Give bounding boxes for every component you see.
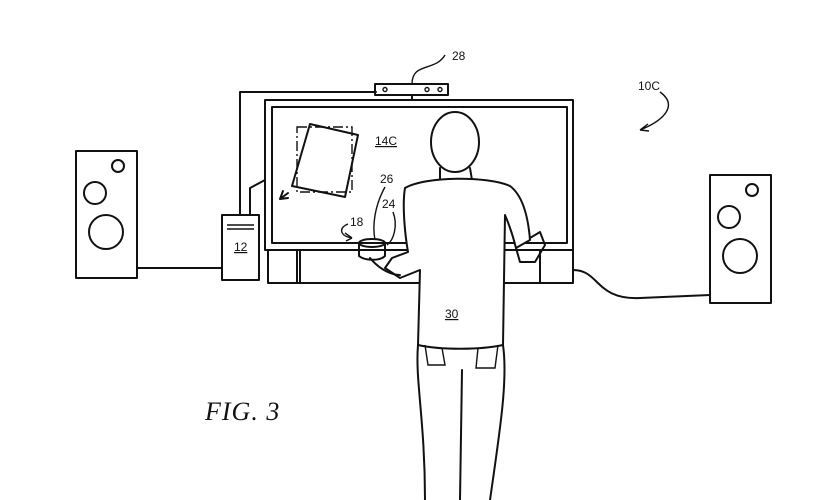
label-computer: 12 — [234, 240, 248, 254]
figure-title: FIG. 3 — [204, 397, 280, 426]
camera-cable — [239, 91, 377, 216]
user-figure: 30 — [369, 111, 546, 500]
label-display-image: 14C — [375, 134, 397, 148]
display-image: 14C — [279, 123, 397, 200]
right-speaker — [709, 174, 772, 304]
label-controller-side: 24 — [382, 197, 396, 211]
system-arrow-icon — [639, 91, 670, 132]
label-user: 30 — [445, 307, 459, 321]
controller-arrow-icon — [341, 223, 353, 242]
label-controller-top: 26 — [380, 172, 394, 186]
label-system: 10C — [638, 79, 660, 93]
label-camera: 28 — [452, 49, 466, 63]
right-speaker-cable — [572, 269, 711, 300]
display — [264, 99, 574, 284]
label-controller: 18 — [350, 215, 364, 229]
display-cable — [249, 179, 266, 216]
cursor-icon — [279, 190, 289, 200]
computer-tower: 12 — [221, 214, 260, 281]
left-speaker — [75, 150, 138, 279]
camera: 28 — [374, 49, 466, 101]
